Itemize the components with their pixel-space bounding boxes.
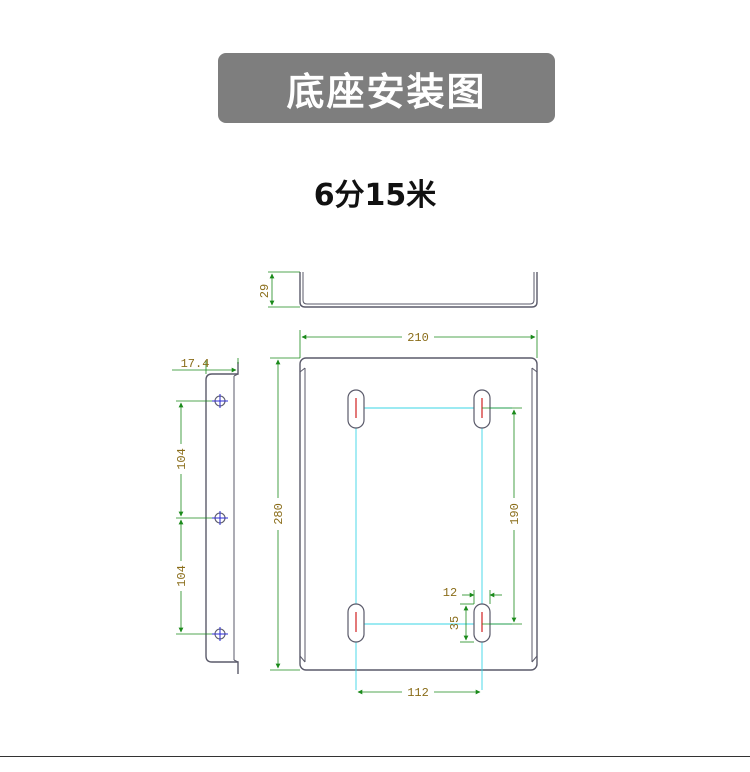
side-flange-view: 17.4 104 104	[172, 357, 239, 674]
dim-112-label: 112	[407, 686, 429, 700]
slot-bottom-left	[347, 603, 365, 643]
slot-bottom-right	[473, 603, 491, 643]
bottom-divider	[0, 756, 750, 757]
plate-outline	[299, 357, 538, 671]
profile-outline	[299, 272, 538, 308]
dim-104-top-label: 104	[175, 448, 189, 470]
side-profile: 29	[258, 271, 538, 308]
dim-280-label: 280	[272, 503, 286, 525]
dim-35-label: 35	[448, 616, 462, 630]
slot-top-left	[347, 389, 365, 429]
title-badge: 底座安装图	[218, 53, 555, 123]
dim-190-label: 190	[508, 503, 522, 525]
dim-17-4-label: 17.4	[181, 357, 210, 371]
page-title: 底座安装图	[286, 69, 487, 114]
hole-middle	[212, 511, 228, 525]
main-plate: 210 280 190	[270, 330, 538, 700]
hole-top	[212, 394, 228, 408]
hole-bottom	[212, 627, 228, 641]
dim-29-label: 29	[258, 284, 272, 298]
dim-104-bottom-label: 104	[175, 565, 189, 587]
profile-inner	[302, 272, 535, 305]
slot-top-right	[473, 389, 491, 429]
page-subtitle: 6分15米	[313, 178, 437, 213]
dim-12-label: 12	[443, 586, 457, 600]
dim-210-label: 210	[407, 331, 429, 345]
